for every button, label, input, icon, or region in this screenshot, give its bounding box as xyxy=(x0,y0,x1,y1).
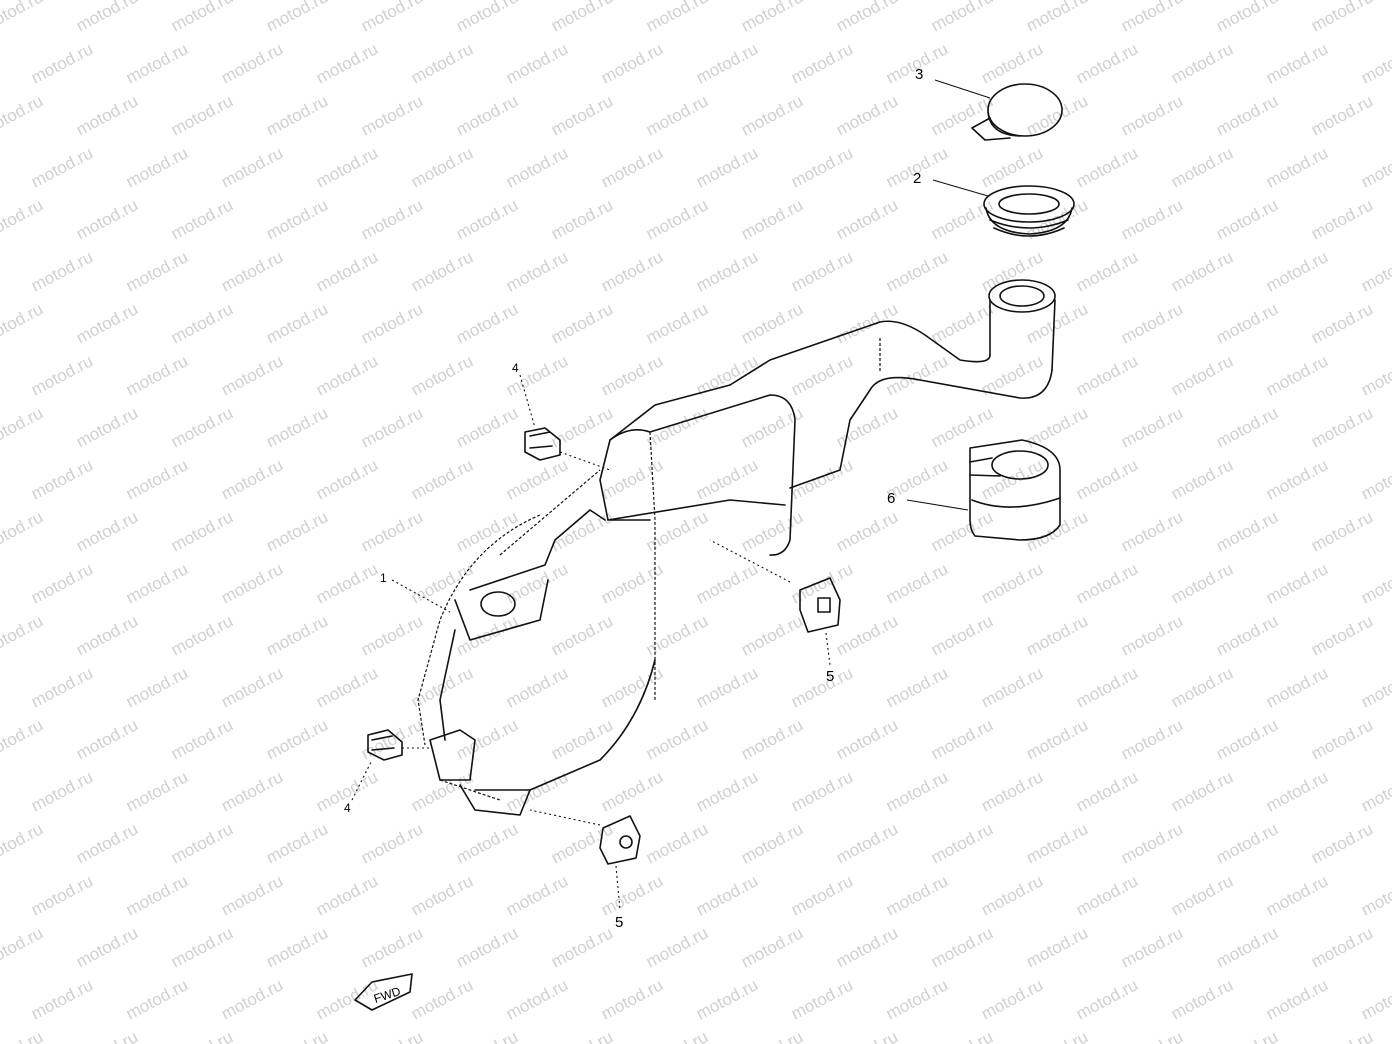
leader-4-top xyxy=(519,374,536,429)
part-5-clip-bottom xyxy=(529,809,641,865)
leader-5-bottom xyxy=(615,865,621,911)
part-3-cap xyxy=(971,83,1063,141)
leader-5-right xyxy=(825,632,831,666)
leader-4-bottom xyxy=(351,759,373,801)
fwd-direction-marker: FWD xyxy=(354,973,413,1011)
callout-item-5-bottom: 5 xyxy=(615,914,623,931)
leader-3 xyxy=(934,79,991,99)
callout-item-3: 3 xyxy=(915,66,923,83)
part-2-grommet xyxy=(983,185,1075,237)
callout-item-4-bottom: 4 xyxy=(344,801,351,815)
callout-item-4-top: 4 xyxy=(512,361,519,375)
part-4-bolt-bottom xyxy=(367,729,430,761)
callout-item-5-right: 5 xyxy=(826,668,834,685)
leader-6 xyxy=(906,499,969,511)
part-1-housing xyxy=(417,279,1056,816)
part-5-clip-right xyxy=(709,539,841,633)
callout-item-6: 6 xyxy=(887,490,895,507)
part-4-bolt-top xyxy=(524,427,611,471)
callout-item-1: 1 xyxy=(380,571,387,585)
leader-1 xyxy=(391,579,451,613)
leader-2 xyxy=(932,179,989,197)
callout-item-2: 2 xyxy=(913,170,921,187)
part-6-sleeve xyxy=(969,439,1061,541)
